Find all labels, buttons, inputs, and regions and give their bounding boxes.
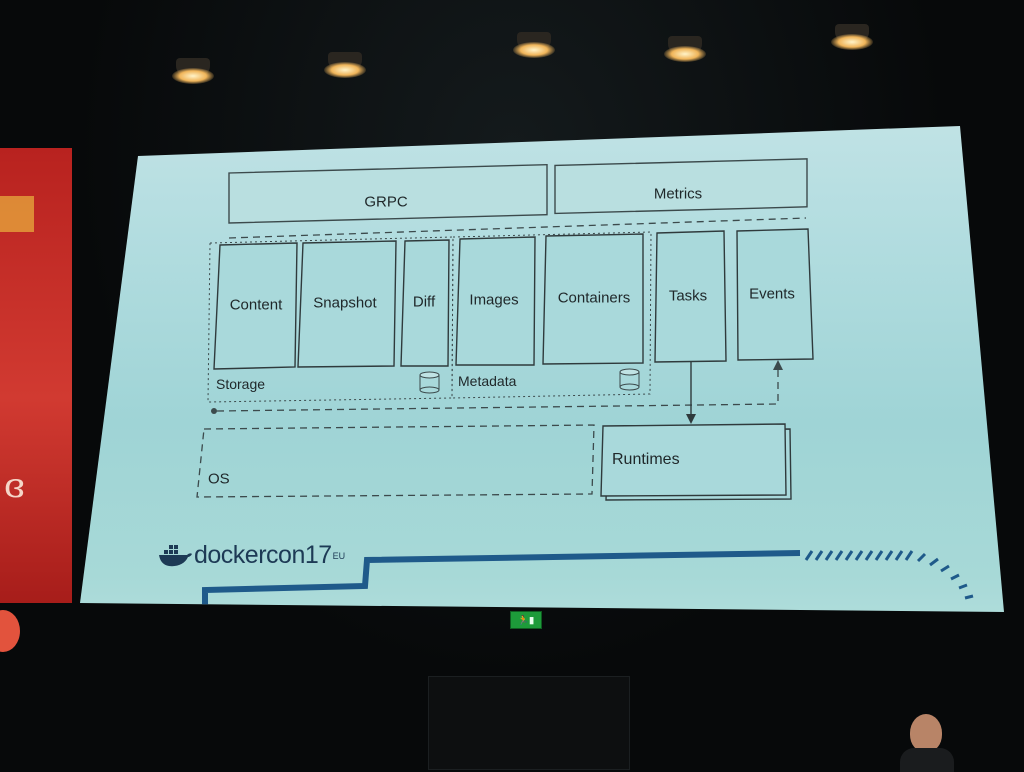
diff-box [400, 239, 450, 367]
grpc-box [228, 163, 548, 224]
ceiling-light [662, 36, 708, 62]
ceiling-light [170, 58, 216, 84]
arrow-head-icon [686, 414, 696, 424]
arrow-head-icon [773, 360, 783, 370]
runtimes-label: Runtimes [612, 451, 680, 468]
logo-suffix: EU [332, 550, 346, 561]
brand-line [202, 550, 801, 605]
runtimes-box [600, 423, 787, 497]
speaker-person [900, 712, 954, 772]
stage-podium [428, 676, 630, 770]
brand-hatch-stripes [804, 550, 974, 600]
metrics-label: Metrics [653, 185, 703, 203]
connector-start-dot [211, 408, 217, 414]
content-box [213, 242, 298, 370]
docker-whale-icon [159, 544, 192, 566]
images-box [455, 236, 536, 366]
grpc-label: GRPC [364, 193, 408, 211]
content-label: Content [229, 296, 283, 314]
tasks-label: Tasks [668, 287, 708, 305]
diff-label: Diff [412, 293, 436, 311]
separator-dashed-line [228, 217, 807, 239]
ceiling-light [829, 24, 875, 50]
events-label: Events [749, 285, 795, 303]
banner-square [0, 196, 34, 232]
events-box [736, 228, 814, 361]
os-frame [196, 424, 595, 498]
snapshot-box [297, 240, 397, 368]
logo-wordmark: dockercon [194, 541, 305, 569]
exit-sign-icon: 🏃▮ [510, 611, 542, 629]
side-banner: ɞ [0, 148, 72, 652]
metadata-group-frame [451, 231, 652, 399]
storage-group-frame [207, 236, 454, 403]
metadata-group-label: Metadata [458, 373, 517, 389]
banner-swirl: ɞ [4, 466, 25, 506]
snapshot-label: Snapshot [313, 294, 377, 312]
containers-box [542, 233, 644, 365]
os-label: OS [208, 470, 230, 488]
ceiling-light [322, 52, 368, 78]
database-icon [419, 371, 440, 394]
logo-year: 17 [304, 541, 332, 569]
ceiling-light [511, 32, 557, 58]
storage-group-label: Storage [216, 376, 266, 392]
database-icon [619, 368, 640, 391]
banner-ball [0, 610, 20, 652]
containers-label: Containers [557, 289, 631, 307]
tasks-box [654, 230, 727, 363]
images-label: Images [469, 291, 519, 309]
metrics-box [554, 158, 808, 215]
